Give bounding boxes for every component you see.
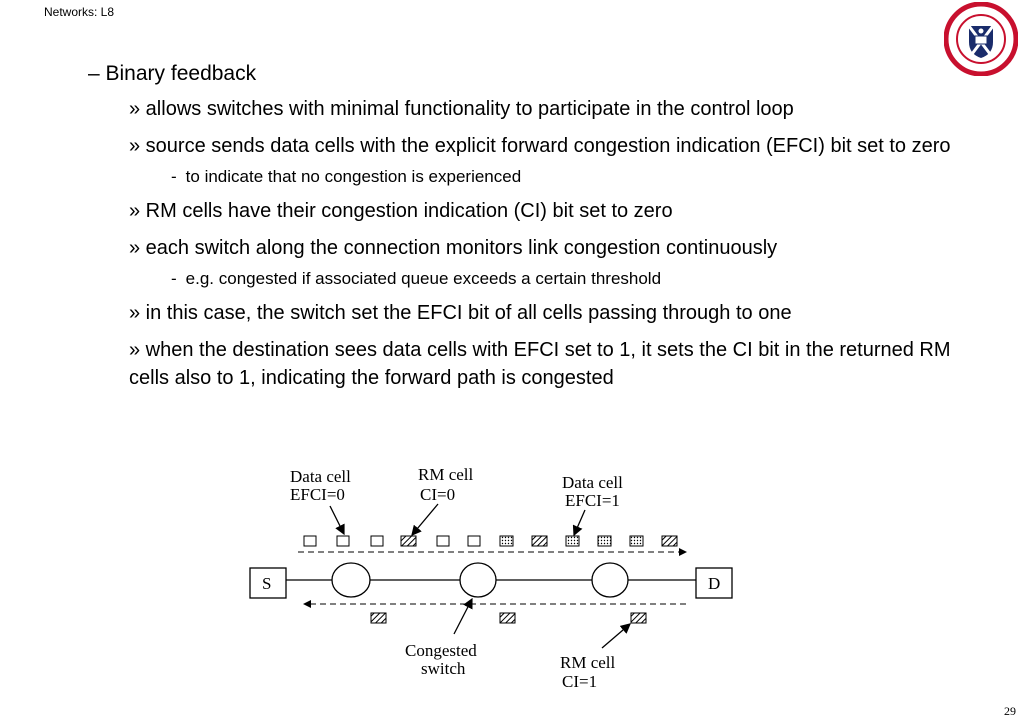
logo-castle	[978, 28, 984, 34]
data-cell-efci1	[629, 535, 644, 547]
label-data-cell-efci0: Data cell	[290, 467, 351, 486]
data-cell	[303, 535, 317, 547]
rm-cell	[400, 535, 417, 547]
source-label: S	[262, 574, 271, 593]
forward-cells	[303, 535, 678, 547]
label-congested: Congested	[405, 641, 477, 660]
data-cell	[436, 535, 450, 547]
bullet-set-efci-one: » in this case, the switch set the EFCI …	[129, 302, 792, 324]
slide-content: – Binary feedback » allows switches with…	[88, 62, 988, 401]
rm-cell-ci1	[499, 612, 516, 624]
data-cell-efci1	[597, 535, 612, 547]
bullet-destination-ci: » when the destination sees data cells w…	[129, 339, 951, 389]
university-logo	[944, 2, 1018, 76]
efci-diagram: Data cell EFCI=0 RM cell CI=0 Data cell …	[249, 465, 733, 691]
destination-label: D	[708, 574, 720, 593]
data-cell	[336, 535, 350, 547]
bullet-monitor-congestion: » each switch along the connection monit…	[129, 237, 778, 259]
data-cell-efci1	[499, 535, 514, 547]
label-efci1: EFCI=1	[565, 491, 620, 510]
arrow-to-rm-cell-ci1	[601, 623, 631, 649]
sub-bullet-dash: -	[171, 167, 177, 186]
sub-bullet-text: to indicate that no congestion is experi…	[185, 167, 522, 186]
source-node	[249, 567, 287, 599]
arrow-to-efci0-cell	[329, 505, 345, 536]
rm-cell-ci1	[370, 612, 387, 624]
label-rm-cell-bottom: RM cell	[560, 653, 616, 672]
label-ci1: CI=1	[562, 672, 597, 691]
destination-node	[695, 567, 733, 599]
bullet-rm-ci-zero: » RM cells have their congestion indicat…	[129, 200, 673, 222]
rm-cell	[531, 535, 548, 547]
arrow-to-efci1-cell	[572, 509, 586, 537]
backward-cells	[370, 612, 647, 624]
switch-1	[331, 562, 371, 598]
page-number: 29	[1004, 704, 1016, 718]
label-rm-cell-top: RM cell	[418, 465, 474, 484]
arrow-to-rm-cell-top	[411, 503, 439, 536]
switch-congested	[459, 562, 497, 598]
data-cell	[370, 535, 384, 547]
switch-3	[591, 562, 629, 598]
slide-header: Networks: L8	[44, 5, 115, 19]
arrow-to-congested-switch	[453, 597, 473, 635]
sub-bullet-dash: -	[171, 269, 177, 288]
sub-bullet-threshold: -e.g. congested if associated queue exce…	[171, 269, 988, 289]
sub-bullet-text: e.g. congested if associated queue excee…	[185, 269, 662, 288]
label-ci0: CI=0	[420, 485, 455, 504]
bullet-binary-feedback: – Binary feedback	[88, 62, 257, 85]
data-cell	[467, 535, 481, 547]
label-efci0: EFCI=0	[290, 485, 345, 504]
rm-cell-ci1	[630, 612, 647, 624]
bullet-minimal-functionality: » allows switches with minimal functiona…	[129, 98, 794, 120]
rm-cell	[661, 535, 678, 547]
bullet-source-efci: » source sends data cells with the expli…	[129, 135, 951, 157]
logo-book	[974, 35, 988, 45]
label-data-cell-efci1: Data cell	[562, 473, 623, 492]
data-cell-efci1	[565, 535, 580, 547]
sub-bullet-no-congestion: -to indicate that no congestion is exper…	[171, 167, 988, 187]
label-switch: switch	[421, 659, 466, 678]
